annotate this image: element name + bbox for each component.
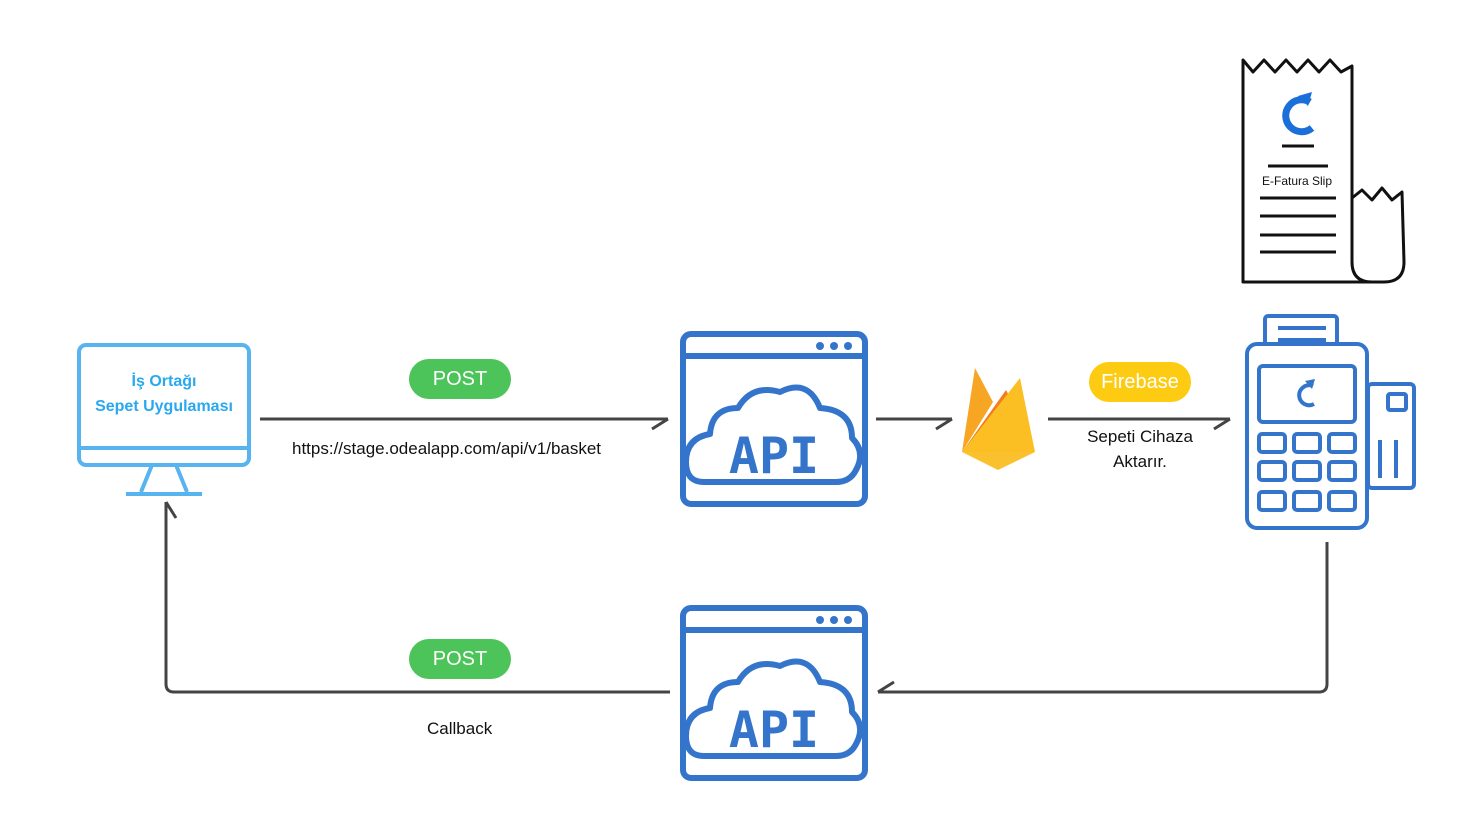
post-badge-callback: POST [409,639,511,679]
arrow-pos-to-api-bottom [877,542,1329,694]
arrow-callback-to-client [164,501,670,694]
refresh-logo-icon [1282,92,1315,136]
firebase-badge: Firebase [1089,362,1191,402]
pos-terminal-icon [1245,314,1416,530]
arrow-api-to-firebase [876,417,953,431]
api-cloud-icon [680,331,868,507]
client-title-line2: Sepet Uygulaması [95,398,233,415]
request-url: https://stage.odealapp.com/api/v1/basket [292,439,602,458]
firebase-icon [962,368,1035,470]
desktop-monitor-icon [77,343,251,496]
api-label-bottom: API [729,701,819,759]
receipt-label: E-Fatura Slip [1261,174,1333,188]
arrow-client-to-api [260,417,669,431]
arrow-firebase-to-pos [1048,417,1231,431]
firebase-note-line1: Sepeti Cihaza [1087,427,1193,446]
api-cloud-icon-bottom [680,605,868,781]
firebase-note-line2: Aktarır. [1113,452,1167,471]
client-title-line1: İş Ortağı [131,373,197,390]
api-label-top: API [729,427,819,485]
post-badge-request: POST [409,359,511,399]
callback-label: Callback [427,719,493,738]
pos-screen-logo-icon [1297,379,1315,408]
receipt-icon [1241,58,1406,284]
